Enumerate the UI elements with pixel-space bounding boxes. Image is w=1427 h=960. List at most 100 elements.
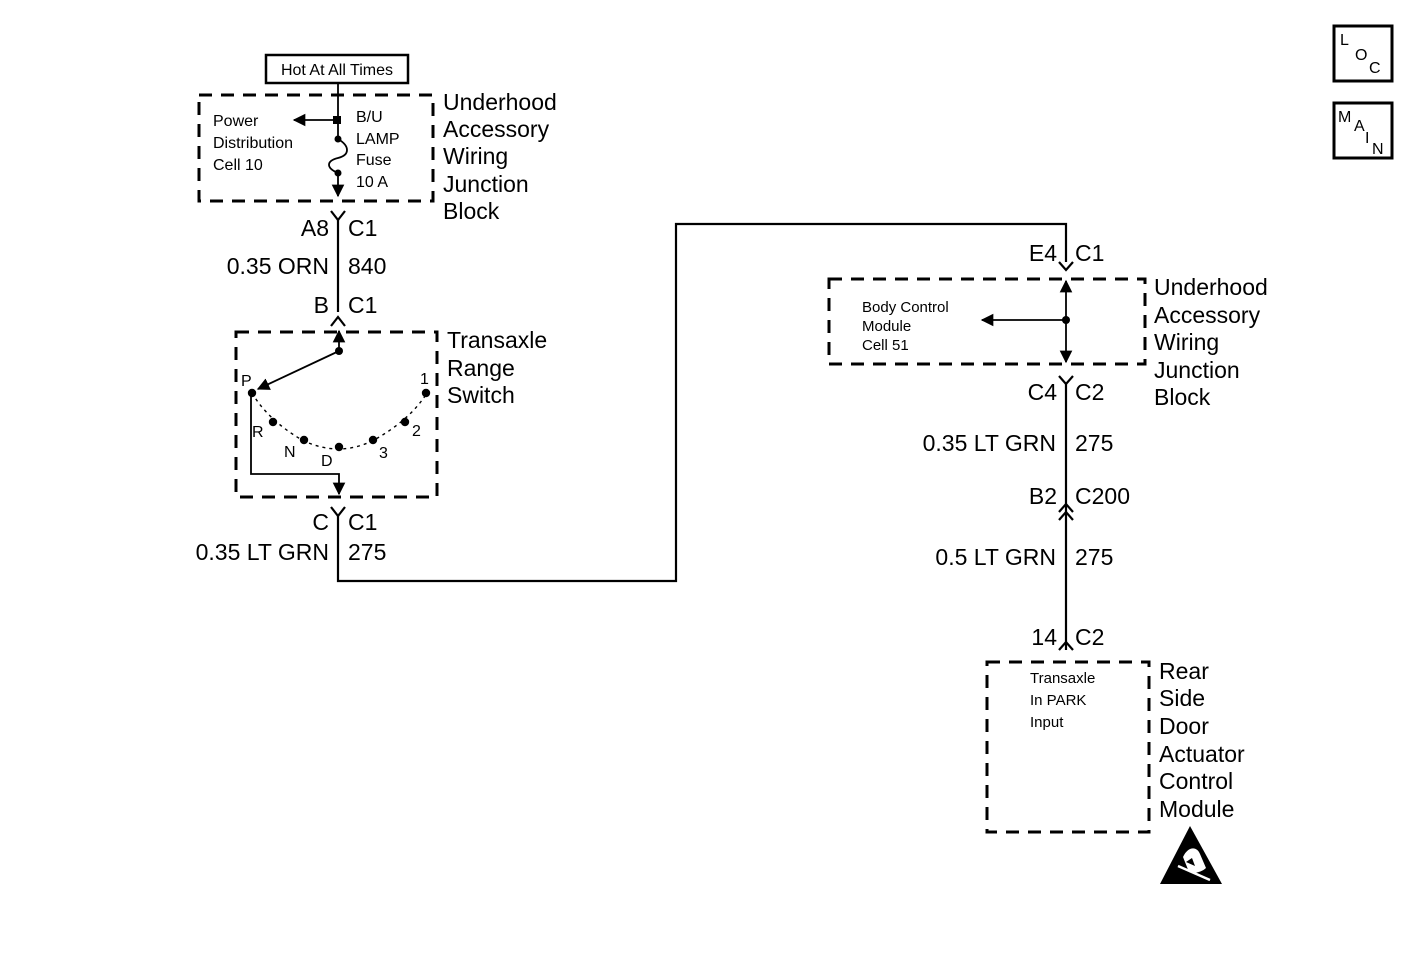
module-name-2: Side [1159, 685, 1205, 711]
conn-c1-b: C1 [348, 292, 377, 318]
fuse-label-4: 10 A [356, 174, 388, 191]
module-name-1: Rear [1159, 658, 1209, 684]
conn-c1-c: C1 [348, 509, 377, 535]
position-dot-r [268, 417, 278, 427]
c200-symbol-top [1058, 502, 1074, 513]
right-junction-block-border [827, 277, 1147, 366]
main-letter-n: N [1372, 141, 1384, 158]
connector-a8-symbol [330, 210, 346, 222]
conn-c2-c4: C2 [1075, 379, 1104, 405]
range-switch-name-3: Switch [447, 382, 515, 408]
right-block-name-4: Junction [1154, 357, 1240, 383]
conn-c2-14: C2 [1075, 624, 1104, 650]
connector-b-symbol [330, 315, 346, 327]
upper-junction-block: Power Distribution Cell 10 B/U LAMP Fuse… [197, 83, 557, 224]
c200-symbol-bottom [1058, 510, 1074, 521]
hot-at-all-times-box: Hot At All Times [264, 53, 410, 85]
bcm-label-3: Cell 51 [862, 337, 909, 354]
bcm-label-1: Body Control [862, 299, 949, 316]
right-block-name-3: Wiring [1154, 329, 1219, 355]
wire-275-right-lower-gauge: 0.5 LT GRN [935, 544, 1056, 570]
pin-a8: A8 [301, 215, 329, 241]
pin-14: 14 [1031, 624, 1057, 650]
module-name-3: Door [1159, 713, 1209, 739]
fuse-label-2: LAMP [356, 131, 400, 148]
main-letter-i: I [1365, 130, 1369, 147]
upper-block-name-1: Underhood [443, 89, 557, 115]
module-name-6: Module [1159, 796, 1234, 822]
loc-letter-c: C [1369, 60, 1381, 77]
position-dot-n [299, 435, 309, 445]
position-dot-2 [400, 417, 410, 427]
conn-c200: C200 [1075, 483, 1130, 509]
main-letter-a: A [1354, 118, 1365, 135]
power-distribution-label-1: Power [213, 113, 259, 130]
right-block-name-5: Block [1154, 384, 1211, 410]
connector-c4-symbol [1058, 375, 1074, 386]
upper-junction-block-border [197, 93, 435, 203]
loc-letter-o: O [1355, 47, 1367, 64]
position-label-2: 2 [412, 423, 421, 440]
module-name-4: Actuator [1159, 741, 1245, 767]
wire-840-circuit: 840 [348, 253, 386, 279]
range-switch-name-1: Transaxle [447, 327, 547, 353]
park-input-label-1: Transaxle [1030, 670, 1095, 687]
pin-c4: C4 [1028, 379, 1058, 405]
position-label-1: 1 [420, 371, 429, 388]
wire-275-right-upper-gauge: 0.35 LT GRN [923, 430, 1056, 456]
fuse-icon [328, 83, 348, 198]
right-block-name-1: Underhood [1154, 274, 1268, 300]
connector-c-symbol [330, 506, 346, 518]
loc-letter-l: L [1340, 32, 1349, 49]
position-dot-p [247, 388, 257, 398]
position-dot-d [334, 442, 344, 452]
esd-warning-icon [1160, 826, 1222, 884]
splice-square [333, 116, 341, 124]
wire-840: A8 C1 0.35 ORN 840 B C1 [227, 210, 386, 327]
main-button[interactable]: M A I N [1332, 101, 1394, 160]
wire-275-left: C C1 0.35 LT GRN 275 [196, 222, 1068, 583]
hot-at-all-times-label: Hot At All Times [281, 62, 393, 79]
fuse-label-3: Fuse [356, 152, 392, 169]
module-name-5: Control [1159, 768, 1233, 794]
position-dot-1 [421, 388, 431, 398]
position-label-r: R [252, 424, 264, 441]
wire-275-left-circuit: 275 [348, 539, 386, 565]
wire-275-left-gauge: 0.35 LT GRN [196, 539, 329, 565]
loc-button[interactable]: L O C [1332, 24, 1394, 83]
main-letter-m: M [1338, 109, 1351, 126]
position-label-n: N [284, 444, 296, 461]
upper-block-name-3: Wiring [443, 143, 508, 169]
pin-e4: E4 [1029, 240, 1057, 266]
wire-275-right-lower-circuit: 275 [1075, 544, 1113, 570]
park-output-line [250, 393, 346, 496]
right-block-name-2: Accessory [1154, 302, 1261, 328]
park-input-label-3: Input [1030, 714, 1064, 731]
position-label-d: D [321, 453, 333, 470]
range-switch-border [234, 330, 439, 499]
wire-275-right: 0.35 LT GRN 275 B2 C200 0.5 LT GRN 275 1… [923, 384, 1130, 651]
wire-275-right-upper-circuit: 275 [1075, 430, 1113, 456]
pin-b: B [314, 292, 329, 318]
right-junction-block: E4 C1 Body Control Module Cell 51 Underh… [827, 240, 1268, 410]
conn-c1-top: C1 [348, 215, 377, 241]
switch-arc [251, 392, 428, 450]
conn-c1-e4: C1 [1075, 240, 1104, 266]
upper-block-name-2: Accessory [443, 116, 550, 142]
connector-14-symbol [1058, 640, 1074, 651]
wire-840-gauge: 0.35 ORN [227, 253, 329, 279]
wire-275-route [336, 222, 1068, 583]
actuator-module-border [985, 660, 1151, 834]
connector-e4-symbol [1058, 261, 1074, 272]
power-distribution-label-2: Distribution [213, 135, 293, 152]
park-input-label-2: In PARK [1030, 692, 1086, 709]
actuator-control-module: Transaxle In PARK Input Rear Side Door A… [985, 658, 1245, 884]
position-dot-3 [368, 435, 378, 445]
switch-blade [256, 350, 340, 390]
position-label-3: 3 [379, 445, 388, 462]
transaxle-range-switch: P R N D 3 2 1 Transaxle Range Switch [234, 327, 547, 499]
pin-c: C [312, 509, 329, 535]
range-switch-name-2: Range [447, 355, 515, 381]
pin-b2: B2 [1029, 483, 1057, 509]
